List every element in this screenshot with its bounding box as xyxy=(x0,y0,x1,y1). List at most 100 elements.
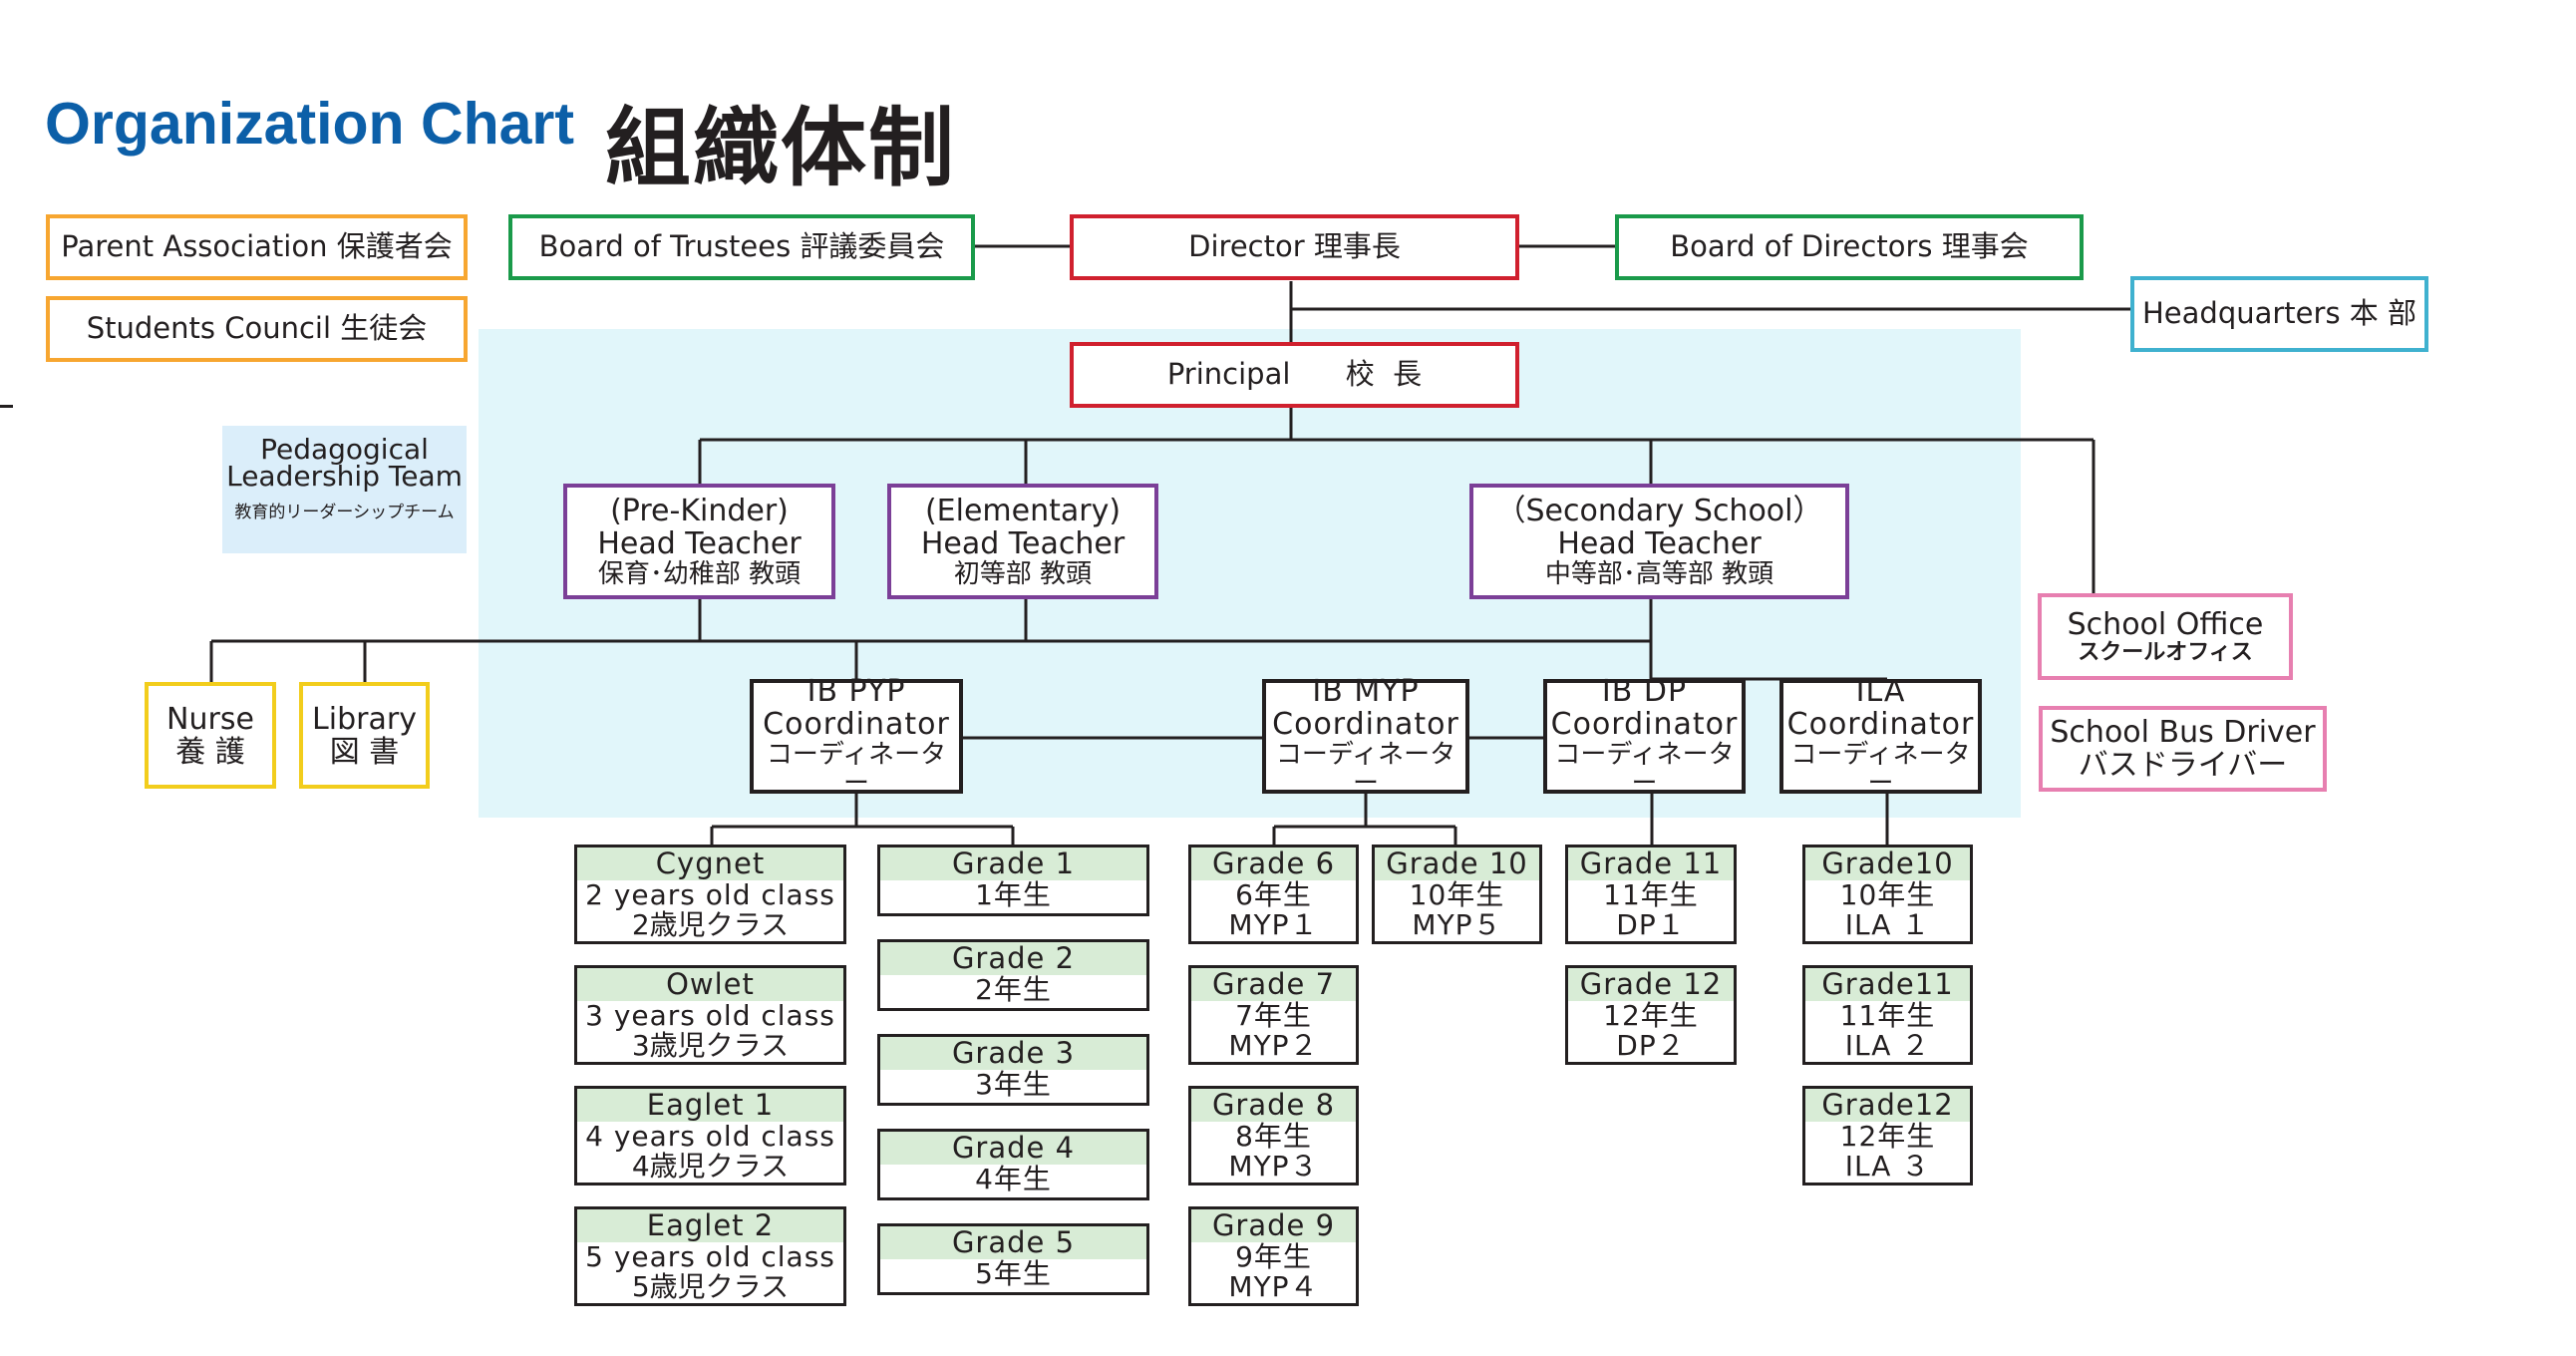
class-age-jp: 4歳児クラス xyxy=(631,1149,790,1183)
leadership-team-title: Pedagogical Leadership Team xyxy=(226,433,463,493)
class-age-en: 5 years old class xyxy=(585,1240,835,1274)
dp-name: IB DP xyxy=(1601,673,1688,709)
secondary-role: Head Teacher xyxy=(1557,525,1762,561)
grade-jp: 10年生 xyxy=(1409,878,1505,912)
grade-program: ILA ３ xyxy=(1844,1149,1931,1183)
class-name: Cygnet xyxy=(577,848,843,881)
grade-name: Grade11 xyxy=(1805,968,1970,1002)
grade-program: MYP４ xyxy=(1228,1269,1319,1303)
grade-name: Grade 1 xyxy=(880,848,1146,881)
school-bus-label: School Bus Driver xyxy=(2050,715,2316,750)
school-office-label: School Office xyxy=(2067,606,2264,642)
library-jp: 図 書 xyxy=(329,734,400,770)
headquarters-label: Headquarters 本 部 xyxy=(2142,296,2416,331)
grade-box-6: Grade 6 6年生 MYP１ xyxy=(1188,845,1359,944)
grade-box-11-dp: Grade 11 11年生 DP１ xyxy=(1565,845,1737,944)
grade-name: Grade 4 xyxy=(880,1132,1146,1166)
title-english: Organization Chart xyxy=(45,91,575,157)
grade-box-12-dp: Grade 12 12年生 DP２ xyxy=(1565,965,1737,1065)
grade-jp: 3年生 xyxy=(975,1068,1052,1102)
elementary-jp: 初等部 教頭 xyxy=(953,558,1093,589)
ila-role: Coordinator xyxy=(1786,706,1975,742)
grade-box-4: Grade 4 4年生 xyxy=(877,1129,1149,1200)
board-of-trustees-label: Board of Trustees 評議委員会 xyxy=(538,229,945,264)
students-council-box: Students Council 生徒会 xyxy=(46,296,468,362)
nurse-box: Nurse 養 護 xyxy=(145,682,276,789)
nurse-jp: 養 護 xyxy=(175,734,245,770)
elementary-role: Head Teacher xyxy=(920,525,1126,561)
prekinder-role: Head Teacher xyxy=(597,525,802,561)
grade-program: MYP１ xyxy=(1228,907,1319,941)
prekinder-head-teacher-box: (Pre-Kinder) Head Teacher 保育･幼稚部 教頭 xyxy=(563,484,835,599)
class-box-eaglet-1: Eaglet 1 4 years old class 4歳児クラス xyxy=(574,1086,846,1186)
myp-name: IB MYP xyxy=(1312,673,1420,709)
nurse-label: Nurse xyxy=(166,701,254,737)
director-label: Director 理事長 xyxy=(1188,229,1401,264)
grade-program: MYP３ xyxy=(1228,1149,1319,1183)
pyp-jp: コーディネーター xyxy=(766,739,947,799)
title-japanese: 組織体制 xyxy=(605,99,956,198)
class-box-eaglet-2: Eaglet 2 5 years old class 5歳児クラス xyxy=(574,1206,846,1306)
grade-box-12-ila: Grade12 12年生 ILA ３ xyxy=(1802,1086,1973,1186)
class-box-cygnet: Cygnet 2 years old class 2歳児クラス xyxy=(574,845,846,944)
board-of-trustees-box: Board of Trustees 評議委員会 xyxy=(508,214,975,280)
grade-program: MYP２ xyxy=(1228,1028,1319,1062)
grade-name: Grade 6 xyxy=(1191,848,1356,881)
grade-program: DP１ xyxy=(1616,907,1686,941)
grade-name: Grade12 xyxy=(1805,1089,1970,1123)
grade-jp: 12年生 xyxy=(1603,999,1699,1033)
grade-box-7: Grade 7 7年生 MYP２ xyxy=(1188,965,1359,1065)
grade-name: Grade 10 xyxy=(1375,848,1539,881)
parent-association-label: Parent Association 保護者会 xyxy=(61,229,453,264)
grade-program: DP２ xyxy=(1616,1028,1686,1062)
pedagogical-leadership-team-label: Pedagogical Leadership Team 教育的リーダーシップチー… xyxy=(222,426,467,553)
grade-jp: 2年生 xyxy=(975,973,1052,1007)
grade-box-2: Grade 2 2年生 xyxy=(877,939,1149,1011)
grade-jp: 8年生 xyxy=(1235,1120,1312,1154)
elementary-section: (Elementary) xyxy=(924,493,1122,528)
class-age-en: 4 years old class xyxy=(585,1120,835,1154)
grade-name: Grade 5 xyxy=(880,1226,1146,1260)
grade-name: Grade 2 xyxy=(880,942,1146,976)
grade-jp: 10年生 xyxy=(1839,878,1936,912)
grade-jp: 12年生 xyxy=(1839,1120,1936,1154)
secondary-jp: 中等部･高等部 教頭 xyxy=(1544,558,1774,589)
grade-program: ILA １ xyxy=(1844,907,1931,941)
grade-jp: 11年生 xyxy=(1839,999,1936,1033)
principal-label: Principal 校 長 xyxy=(1166,357,1423,392)
dp-role: Coordinator xyxy=(1550,706,1739,742)
grade-box-11-ila: Grade11 11年生 ILA ２ xyxy=(1802,965,1973,1065)
class-name: Owlet xyxy=(577,968,843,1002)
ib-pyp-coordinator-box: IB PYP Coordinator コーディネーター xyxy=(750,675,963,798)
grade-name: Grade 12 xyxy=(1568,968,1734,1002)
board-of-directors-label: Board of Directors 理事会 xyxy=(1670,229,2029,264)
grade-name: Grade 11 xyxy=(1568,848,1734,881)
grade-box-10-ila: Grade10 10年生 ILA １ xyxy=(1802,845,1973,944)
grade-box-8: Grade 8 8年生 MYP３ xyxy=(1188,1086,1359,1186)
school-bus-driver-box: School Bus Driver バスドライバー xyxy=(2039,706,2327,792)
class-age-jp: 3歳児クラス xyxy=(631,1028,790,1062)
dp-jp: コーディネーター xyxy=(1554,739,1735,799)
students-council-label: Students Council 生徒会 xyxy=(86,311,428,346)
ila-jp: コーディネーター xyxy=(1790,739,1971,799)
elementary-head-teacher-box: (Elementary) Head Teacher 初等部 教頭 xyxy=(887,484,1158,599)
board-of-directors-box: Board of Directors 理事会 xyxy=(1615,214,2084,280)
grade-jp: 11年生 xyxy=(1603,878,1699,912)
director-box: Director 理事長 xyxy=(1070,214,1519,280)
parent-association-box: Parent Association 保護者会 xyxy=(46,214,468,280)
school-office-jp: スクールオフィス xyxy=(2078,639,2253,665)
library-label: Library xyxy=(312,701,417,737)
ila-coordinator-box: ILA Coordinator コーディネーター xyxy=(1779,675,1982,798)
myp-jp: コーディネーター xyxy=(1275,739,1456,799)
grade-program: ILA ２ xyxy=(1844,1028,1931,1062)
grade-name: Grade 9 xyxy=(1191,1209,1356,1243)
ib-dp-coordinator-box: IB DP Coordinator コーディネーター xyxy=(1543,675,1746,798)
class-name: Eaglet 2 xyxy=(577,1209,843,1243)
class-age-en: 2 years old class xyxy=(585,878,835,912)
secondary-section: （Secondary School） xyxy=(1495,493,1823,528)
grade-jp: 4年生 xyxy=(975,1163,1052,1196)
library-box: Library 図 書 xyxy=(299,682,430,789)
grade-name: Grade10 xyxy=(1805,848,1970,881)
grade-program: MYP５ xyxy=(1412,907,1502,941)
pyp-name: IB PYP xyxy=(806,673,906,709)
